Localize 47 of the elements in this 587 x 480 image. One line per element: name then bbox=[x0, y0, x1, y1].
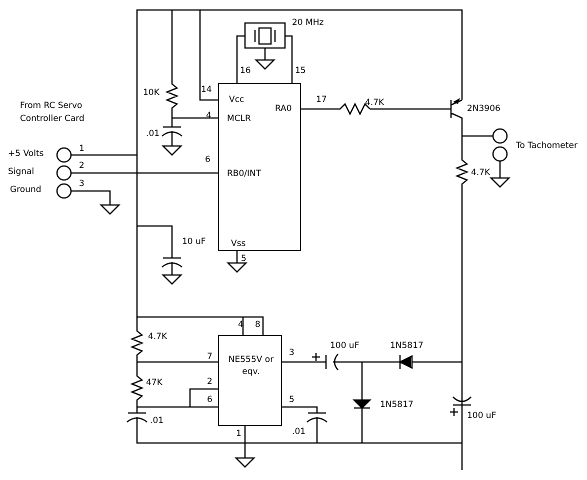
pin-number: 1 bbox=[79, 144, 84, 154]
component-value: 47K bbox=[146, 378, 162, 388]
component-value: 100 uF bbox=[330, 341, 360, 351]
chip-label: NE555V or eqv. bbox=[227, 354, 275, 378]
pin-number: 14 bbox=[201, 85, 212, 95]
wire bbox=[136, 9, 264, 335]
component-value: 1N5817 bbox=[380, 400, 414, 410]
component-value: .01 bbox=[150, 416, 164, 426]
pin-number: 16 bbox=[240, 66, 251, 76]
component-value: 100 uF bbox=[467, 411, 496, 421]
terminal-label: Ground bbox=[10, 185, 42, 195]
pin-number: 3 bbox=[289, 348, 294, 358]
component-value: 10 uF bbox=[182, 237, 206, 247]
ic-chip bbox=[218, 335, 282, 426]
ic-chip bbox=[218, 83, 301, 251]
pin-number: 5 bbox=[241, 254, 246, 264]
pin-number: 1 bbox=[236, 429, 242, 439]
pin-number: 6 bbox=[207, 395, 212, 405]
terminal-label: To Tachometer bbox=[516, 141, 578, 151]
pin-number: 4 bbox=[238, 320, 244, 330]
component-value: 4.7K bbox=[365, 98, 384, 108]
pin-number: 5 bbox=[289, 395, 294, 405]
pin-number: 2 bbox=[79, 161, 84, 171]
component-value: 4.7K bbox=[148, 332, 168, 342]
pin-number: 7 bbox=[207, 352, 212, 362]
pin-name: MCLR bbox=[227, 114, 251, 124]
pin-number: 17 bbox=[316, 95, 327, 105]
pin-number: 4 bbox=[206, 111, 212, 121]
pin-number: 2 bbox=[207, 377, 212, 387]
component-value: .01 bbox=[146, 129, 160, 139]
terminal-label: +5 Volts bbox=[8, 149, 44, 159]
pin-name: Vcc bbox=[229, 95, 244, 105]
pin-number: 6 bbox=[205, 155, 210, 165]
pin-name: RB0/INT bbox=[227, 169, 262, 179]
component-value: 10K bbox=[143, 88, 160, 98]
component-value: 20 MHz bbox=[292, 18, 324, 28]
pin-name: RA0 bbox=[275, 104, 292, 114]
component-value: .01 bbox=[292, 427, 306, 437]
pin-number: 8 bbox=[255, 320, 260, 330]
terminal-label: From RC Servo Controller Card bbox=[20, 100, 86, 126]
component-value: 1N5817 bbox=[390, 341, 424, 351]
component-value: 2N3906 bbox=[467, 104, 500, 114]
terminal-label: Signal bbox=[8, 167, 34, 177]
pin-number: 3 bbox=[79, 179, 84, 189]
pin-name: Vss bbox=[231, 239, 246, 249]
pin-number: 15 bbox=[295, 66, 306, 76]
component-value: 4.7K bbox=[471, 168, 490, 178]
